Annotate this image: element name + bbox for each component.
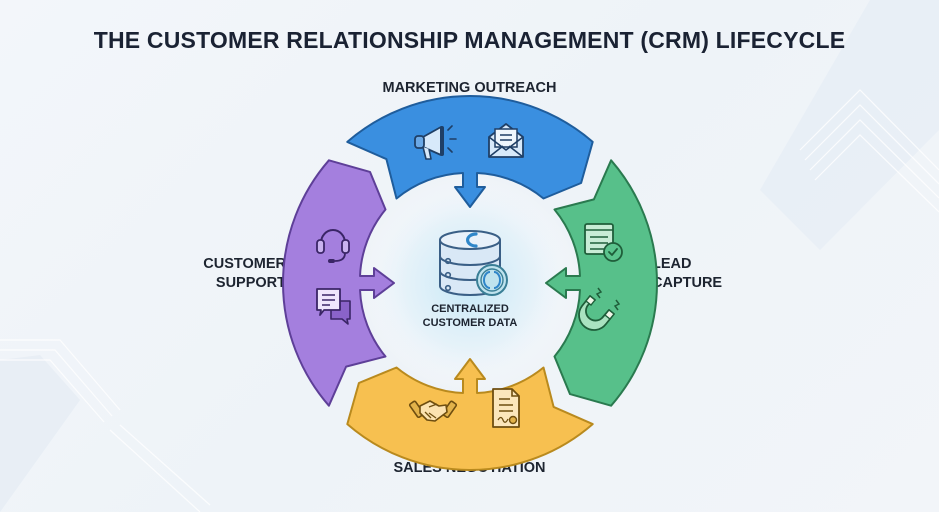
stage-label-line: CUSTOMER xyxy=(203,256,286,272)
segment-support xyxy=(282,159,395,407)
segment-sales xyxy=(346,358,594,471)
lifecycle-ring xyxy=(282,95,658,471)
stage-label-line: CAPTURE xyxy=(652,275,723,291)
center-label-line-2: CUSTOMER DATA xyxy=(422,317,518,329)
chat-icon xyxy=(316,288,351,325)
headset-icon xyxy=(316,229,350,263)
segment-lead xyxy=(545,159,658,407)
center-label: CENTRALIZED CUSTOMER DATA xyxy=(370,302,570,330)
megaphone-icon xyxy=(414,125,457,160)
center-label-line-1: CENTRALIZED xyxy=(431,303,509,315)
database-icon xyxy=(439,230,508,296)
stage-label-line: LEAD xyxy=(652,256,692,272)
stage-label-marketing-outreach: MARKETING OUTREACH xyxy=(382,80,557,96)
envelope-icon xyxy=(488,123,524,158)
magnet-icon xyxy=(578,287,621,331)
handshake-icon xyxy=(408,400,458,422)
contract-icon xyxy=(492,388,520,428)
segment-marketing xyxy=(346,95,594,208)
stage-label-lead-capture: LEAD CAPTURE xyxy=(652,255,722,293)
stage-label-line: SUPPORT xyxy=(215,275,286,291)
page-title: THE CUSTOMER RELATIONSHIP MANAGEMENT (CR… xyxy=(93,27,846,53)
stage-label-customer-support: CUSTOMER SUPPORT xyxy=(203,255,286,293)
form-check-icon xyxy=(584,223,623,262)
